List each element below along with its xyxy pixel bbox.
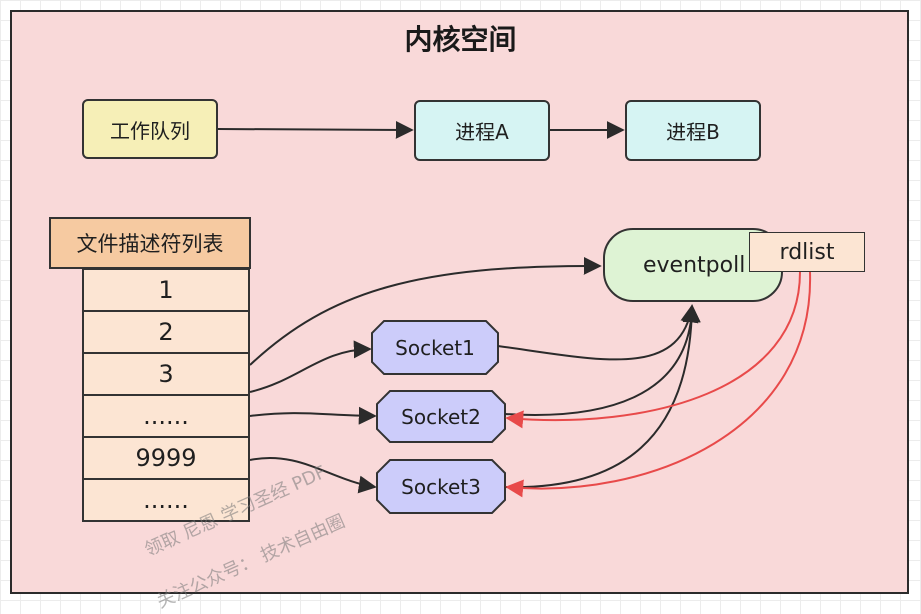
fd-row: ...... xyxy=(82,478,250,522)
socket1-shape xyxy=(371,320,499,375)
arrow-socket1-to-eventpoll xyxy=(497,304,699,361)
socket3-shape xyxy=(376,459,506,514)
process-b-box: 进程B xyxy=(625,100,761,161)
arrow-socket3-to-eventpoll xyxy=(504,304,701,489)
arrow-fd3-to-socket1 xyxy=(249,340,372,393)
arrow-fd-dots-to-socket2 xyxy=(249,406,377,425)
fd-row: ...... xyxy=(82,394,250,438)
fd-row: 3 xyxy=(82,352,250,396)
socket2-shape xyxy=(376,390,506,443)
fd-row: 2 xyxy=(82,310,250,354)
arrow-rdlist-to-socket2 xyxy=(505,271,801,429)
arrow-fd9999-to-socket3 xyxy=(249,457,377,494)
kernel-space-title: 内核空间 xyxy=(404,23,517,56)
arrow-socket2-to-eventpoll xyxy=(504,304,701,416)
arrow-fd3-to-eventpoll xyxy=(249,256,602,366)
socket2-label: Socket2 xyxy=(401,404,481,429)
fd-table-header: 文件描述符列表 xyxy=(49,217,251,269)
socket3-label: Socket3 xyxy=(401,474,481,499)
work-queue-box: 工作队列 xyxy=(82,99,218,159)
fd-row: 1 xyxy=(82,268,250,312)
rdlist-box: rdlist xyxy=(749,232,865,272)
arrow-rdlist-to-socket3 xyxy=(505,271,812,498)
socket1-label: Socket1 xyxy=(395,335,475,360)
arrow-queue-to-process-a xyxy=(217,120,414,139)
fd-row: 9999 xyxy=(82,436,250,480)
process-a-box: 进程A xyxy=(414,100,550,161)
